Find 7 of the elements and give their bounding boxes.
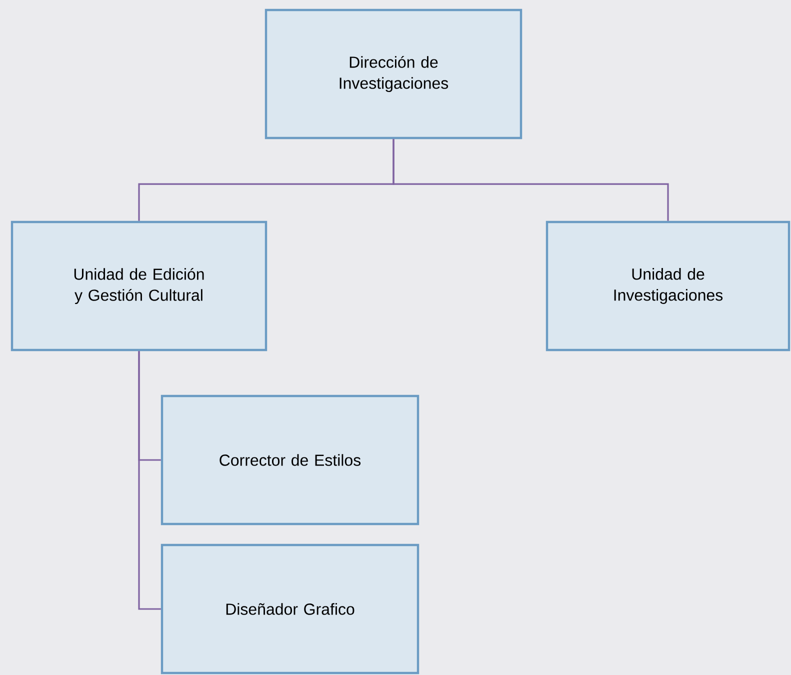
org-box: Diseñador Grafico	[160, 544, 420, 674]
connector-line	[138, 351, 161, 610]
org-box: Unidad de Edición y Gestión Cultural	[10, 220, 268, 352]
org-box: Unidad de Investigaciones	[546, 220, 790, 352]
org-box: Dirección de Investigaciones	[264, 8, 522, 140]
connector-line	[392, 139, 669, 221]
org-box: Corrector de Estilos	[160, 394, 420, 526]
